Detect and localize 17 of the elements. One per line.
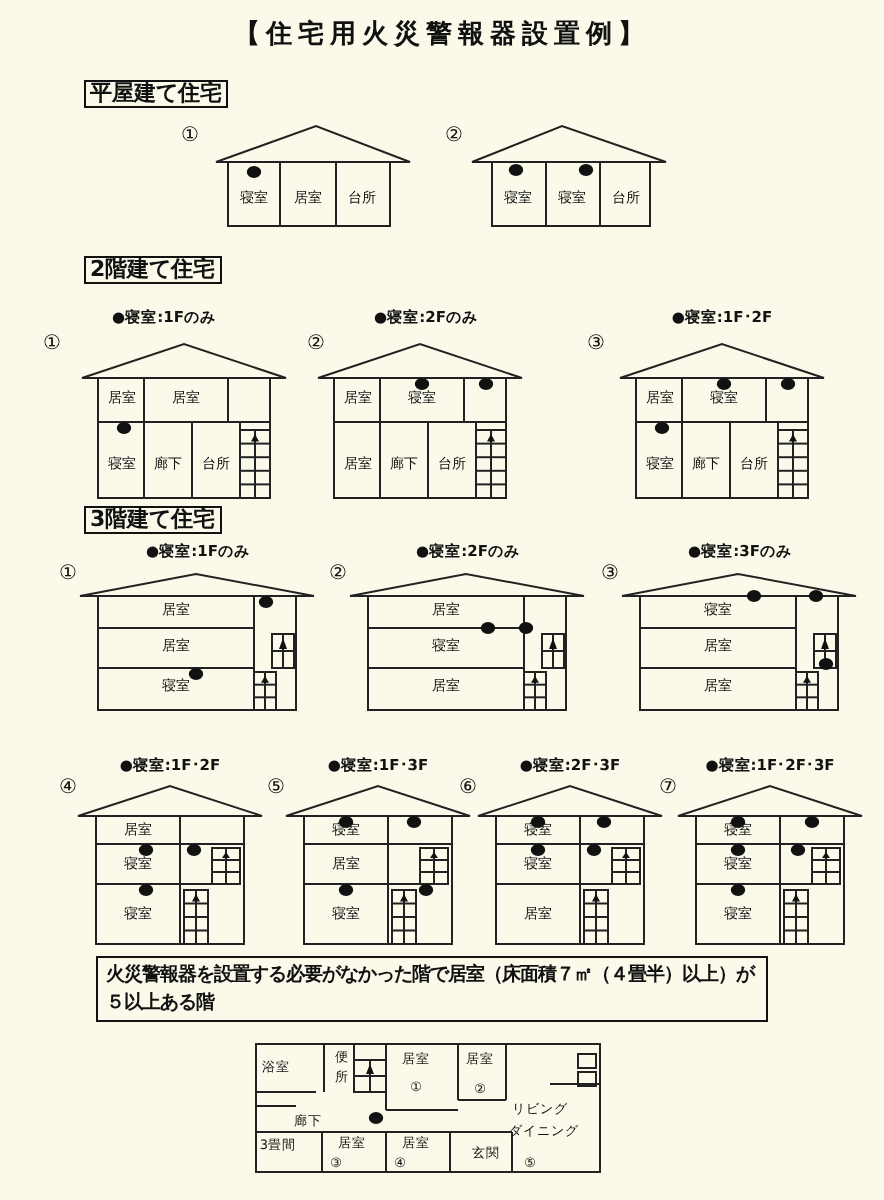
section-heading: 2階建て住宅 <box>84 256 222 285</box>
circled-number: ② <box>329 563 347 585</box>
circled-number: ① <box>181 125 199 147</box>
circled-number: ④ <box>59 777 77 799</box>
circled-number: ① <box>43 333 61 355</box>
circled-number: ⑥ <box>459 777 477 799</box>
note-panel: 火災警報器を設置する必要がなかった階で居室（床面積７㎡（４畳半）以上）が５以上ある階 <box>96 956 768 1023</box>
circled-number: ⑦ <box>659 777 677 799</box>
circled-number: ⑤ <box>267 777 285 799</box>
section-heading: 3階建て住宅 <box>84 506 222 535</box>
circled-number: ② <box>445 125 463 147</box>
page-title: 【住宅用火災警報器設置例】 <box>234 21 650 51</box>
circled-number: ① <box>59 563 77 585</box>
circled-number: ② <box>307 333 325 355</box>
section-heading: 平屋建て住宅 <box>84 80 228 109</box>
circled-number: ③ <box>587 333 605 355</box>
circled-number: ③ <box>601 563 619 585</box>
